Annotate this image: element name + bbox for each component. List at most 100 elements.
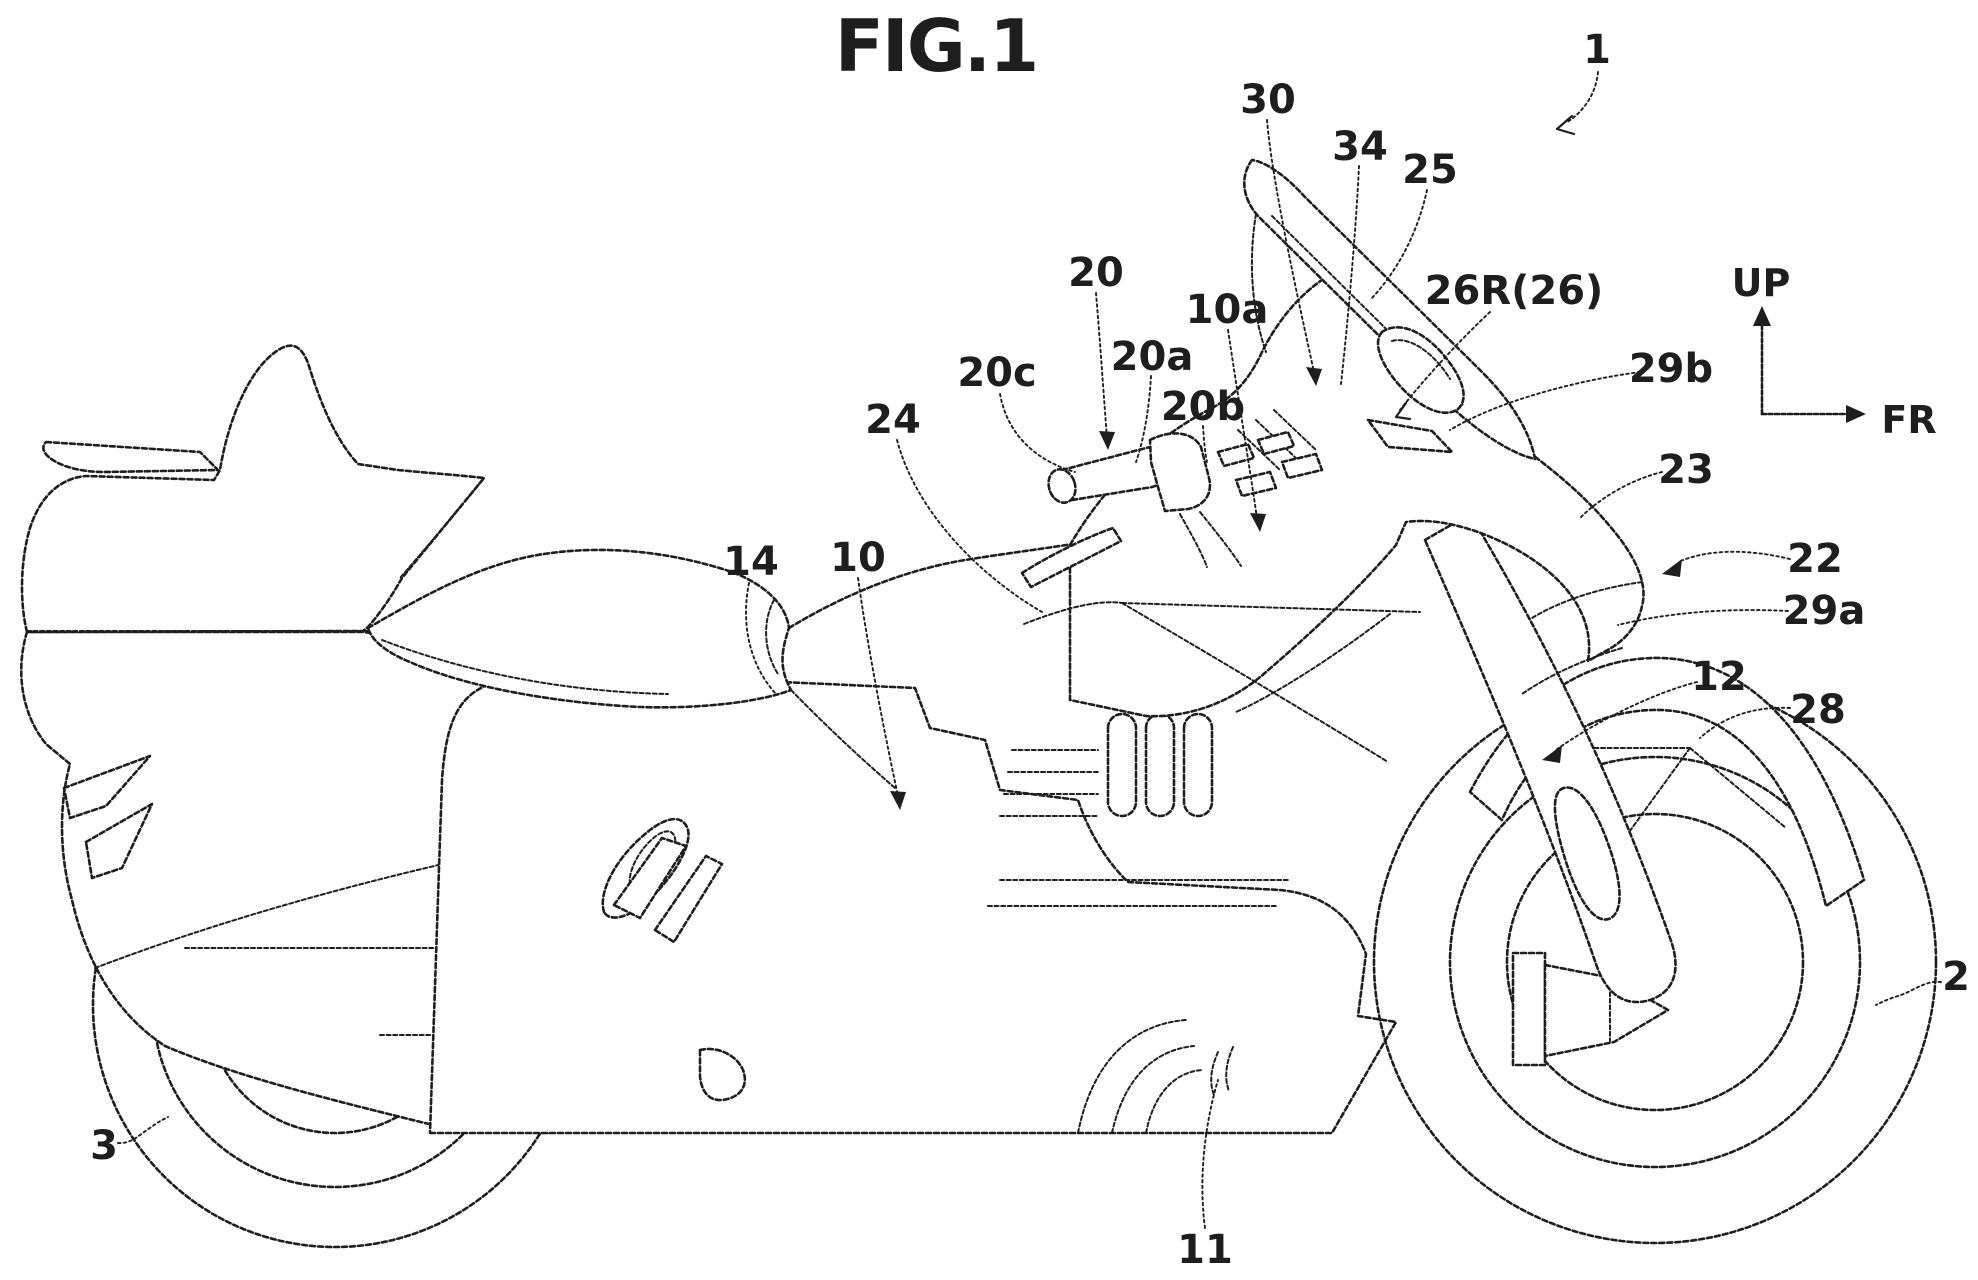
lower-cowl xyxy=(428,670,1398,1135)
tank-top-line xyxy=(787,541,1080,630)
knee-blade-2 xyxy=(653,854,724,944)
leader-20a xyxy=(1135,375,1152,463)
leader-lines xyxy=(117,71,1942,1229)
lower-cowl-engine xyxy=(428,670,1398,1135)
muffler-arc-2 xyxy=(1111,1045,1195,1134)
tail-horn-lower xyxy=(84,802,154,880)
part-label-28: 28 xyxy=(1790,687,1846,733)
leader-22-arrowhead xyxy=(1662,559,1682,577)
leader-20c xyxy=(999,393,1076,473)
leader-10a-arrowhead xyxy=(1250,513,1266,532)
part-label-12: 12 xyxy=(1691,654,1747,700)
switch-block-3 xyxy=(1234,470,1278,498)
switch-block-2 xyxy=(1256,430,1296,456)
part-label-20c: 20c xyxy=(957,350,1037,396)
mirror-garnish-26r xyxy=(1376,326,1465,414)
leader-20 xyxy=(1095,292,1108,439)
muffler-arc-1 xyxy=(1077,1019,1187,1134)
seat-lower-line xyxy=(381,639,669,695)
leader-34 xyxy=(1340,165,1360,385)
under-seat-crease xyxy=(790,689,896,789)
switch-housing-20a xyxy=(1148,432,1212,513)
leader-24 xyxy=(896,439,1043,613)
part-label-10a: 10a xyxy=(1185,287,1269,333)
leader-10a xyxy=(1227,329,1258,519)
muffler-gill-2 xyxy=(1225,1046,1234,1092)
tail-horn-upper xyxy=(62,754,152,820)
nose-crease-2 xyxy=(1521,647,1623,695)
seat-tank xyxy=(366,541,1080,944)
leader-12 xyxy=(1555,681,1698,751)
front-rim xyxy=(1448,755,1862,1169)
handlebar-controls xyxy=(1020,430,1324,589)
axis-up-label: UP xyxy=(1731,261,1791,305)
nose-crease-1 xyxy=(1531,581,1643,619)
leader-26r-arrowhead xyxy=(1394,401,1412,421)
seat-dip-line xyxy=(765,599,779,675)
part-label-34: 34 xyxy=(1332,124,1388,170)
front-hub xyxy=(1505,812,1805,1112)
leader-25 xyxy=(1371,189,1428,299)
part-label-11: 11 xyxy=(1177,1227,1233,1273)
leader-29b xyxy=(1449,371,1641,431)
cable-1 xyxy=(1199,511,1242,567)
footboard-inner xyxy=(628,830,677,888)
garnish-inner-line xyxy=(1391,339,1451,380)
leader-30 xyxy=(1266,119,1315,373)
engine-cylinder-2 xyxy=(1144,712,1176,818)
fairing-shell xyxy=(1068,262,1645,718)
tank-x-seam xyxy=(1121,602,1421,613)
part-label-29a: 29a xyxy=(1782,588,1866,634)
part-label-3: 3 xyxy=(90,1123,118,1169)
part-label-14: 14 xyxy=(723,539,779,585)
tank-x-left xyxy=(1023,601,1123,625)
front-fairing xyxy=(1023,158,1645,763)
leader-29a xyxy=(1617,609,1789,626)
part-label-2: 2 xyxy=(1942,954,1970,1000)
part-label-30: 30 xyxy=(1240,77,1296,123)
part-label-22: 22 xyxy=(1787,536,1843,582)
leader-12-arrowhead xyxy=(1542,745,1562,763)
leader-20-arrowhead xyxy=(1099,431,1115,450)
knee-blade-1 xyxy=(612,836,688,920)
part-label-10: 10 xyxy=(830,535,886,581)
muffler-arc-3 xyxy=(1145,1069,1203,1134)
part-label-20b: 20b xyxy=(1160,384,1246,430)
part-label-23: 23 xyxy=(1658,447,1714,493)
leader-11 xyxy=(1201,1079,1219,1229)
leader-14 xyxy=(745,582,777,695)
trunk-rack-wing xyxy=(42,440,220,474)
muffler-gill-1 xyxy=(1210,1051,1219,1096)
axle-plate xyxy=(1511,951,1547,1067)
part-label-24: 24 xyxy=(865,397,921,443)
winglet-29b xyxy=(1366,418,1454,454)
engine-cylinder-1 xyxy=(1106,712,1138,818)
leader-3 xyxy=(117,1116,169,1144)
leader-20b xyxy=(1202,425,1208,463)
leader-10 xyxy=(857,577,899,797)
part-label-20: 20 xyxy=(1068,250,1124,296)
trunk-box xyxy=(20,344,486,634)
fork-slot xyxy=(1553,786,1621,921)
switch-block-1 xyxy=(1216,442,1256,468)
windscreen-left-edge xyxy=(1250,213,1267,353)
part-label-26r-26: 26R(26) xyxy=(1424,268,1604,314)
meter-line-3 xyxy=(1273,409,1317,451)
spoke-line-2 xyxy=(1689,747,1787,829)
part-label-25: 25 xyxy=(1402,147,1458,193)
saddlebag-panel xyxy=(19,630,560,1135)
switch-block-4 xyxy=(1280,452,1324,480)
leader-28 xyxy=(1699,706,1791,739)
leader-26r xyxy=(1399,311,1491,411)
engine-cylinder-3 xyxy=(1182,712,1214,818)
grab-rail-edge xyxy=(399,477,485,579)
axis-up-arrowhead xyxy=(1753,306,1771,326)
leader-2 xyxy=(1875,980,1942,1006)
leader-23 xyxy=(1579,471,1663,519)
side-stand-nub xyxy=(698,1047,747,1102)
leader-1 xyxy=(1565,71,1599,124)
part-label-1: 1 xyxy=(1583,27,1611,73)
tank-x-right xyxy=(1235,613,1391,713)
